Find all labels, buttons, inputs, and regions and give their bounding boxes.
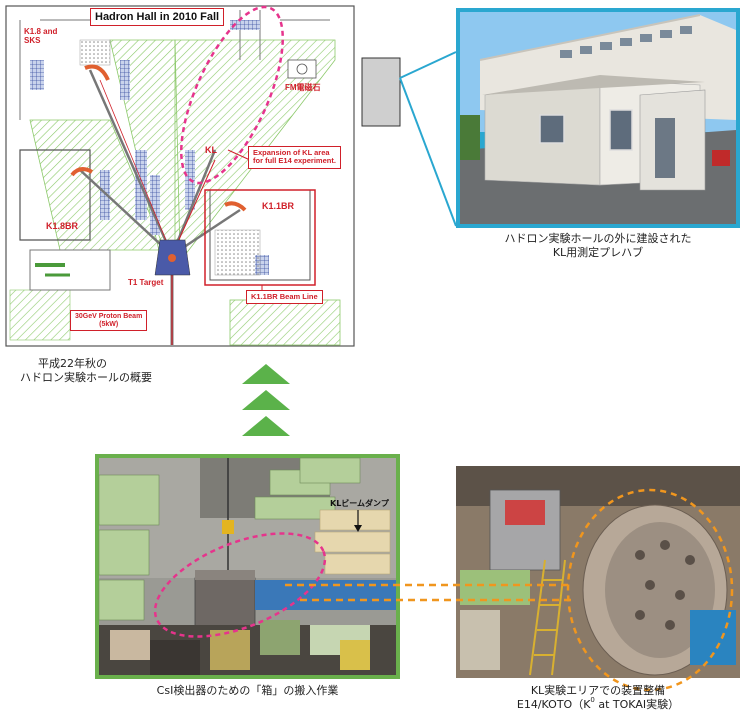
vessel-ports <box>635 540 695 630</box>
concrete-blocks <box>79 39 111 66</box>
csi-box-dashed-ellipse <box>153 532 327 638</box>
label-proton-beam-line1: 30GeV Proton Beam <box>75 313 143 320</box>
label-k18-sks-line2: SKS <box>24 35 41 45</box>
k18-beam-path <box>99 79 173 256</box>
csi-caption: CsI検出器のための「箱」の搬入作業 <box>156 684 339 697</box>
concrete-wall <box>460 610 500 670</box>
prefab-connector-line-bottom <box>399 77 457 227</box>
label-proton-beam: 30GeV Proton Beam (5kW) <box>70 310 148 332</box>
prefab-roof <box>482 75 705 95</box>
prefab-door <box>655 118 675 178</box>
shield-block <box>150 175 160 235</box>
label-k18-sks-line1: K1.8 and <box>24 27 58 36</box>
prefab-window <box>609 109 633 151</box>
k18br-counting-room <box>29 249 111 291</box>
label-kl-expansion: Expansion of KL area for full E14 experi… <box>248 146 341 169</box>
k18br-magnet <box>70 167 94 177</box>
prefab-window <box>539 114 565 144</box>
kl-beam-path <box>171 159 216 256</box>
csi-box-photo <box>95 454 400 679</box>
crane-hook <box>222 520 234 534</box>
label-kl: KL <box>205 145 217 155</box>
prefab-photo <box>456 8 740 228</box>
label-k11br: K1.1BR <box>262 201 295 211</box>
prefab-caption-line2: KL用測定プレハブ <box>552 246 644 260</box>
kl-area-caption: KL実験エリアでの装置整備 E14/KOTO（K0 at TOKAI実験） <box>470 684 726 713</box>
prefab-connector-line-top <box>399 51 457 79</box>
label-t1-target: T1 Target <box>128 278 164 287</box>
roof-edge <box>479 14 701 61</box>
leader-line <box>227 149 251 161</box>
prefab-location-box <box>361 57 401 127</box>
red-components <box>505 500 545 525</box>
beam-dump-blocks <box>314 509 391 575</box>
green-arrow-up <box>242 364 290 384</box>
label-fm-magnet: FM電磁石 <box>285 83 321 92</box>
upward-arrows <box>242 364 290 436</box>
shield-block <box>100 170 110 220</box>
label-k11br-beam-line: K1.1BR Beam Line <box>246 290 323 305</box>
label-kl-expansion-line1: Expansion of KL area <box>253 148 330 157</box>
hatched-area-bottom-left <box>9 289 71 341</box>
floor-plan-caption: 平成22年秋の ハドロン実験ホールの概要 <box>20 357 152 386</box>
shield-block <box>30 60 44 90</box>
yellow-ladder <box>529 559 566 676</box>
concrete-blocks <box>214 229 261 276</box>
detector-dashed-ellipse <box>566 488 734 692</box>
label-kl-expansion-line2: for full E14 experiment. <box>253 156 336 166</box>
red-equipment <box>712 150 730 166</box>
hadron-hall-floor-plan <box>5 5 355 347</box>
k11br-magnet <box>224 201 247 212</box>
blue-support <box>690 610 736 665</box>
kl-area-caption-line1: KL実験エリアでの装置整備 <box>530 684 666 697</box>
k18br-beamline <box>79 169 173 256</box>
kl-beam-dump-label: KLビームダンプ <box>330 499 389 508</box>
t1-target-marker <box>168 254 176 262</box>
upper-windows <box>560 26 692 58</box>
label-k18br: K1.8BR <box>46 221 79 231</box>
csi-box-lid <box>195 570 255 580</box>
hatched-area-bottom <box>229 299 341 346</box>
foreground-equipment <box>99 620 396 675</box>
kl-area-caption-line2-pre: E14/KOTO（K <box>516 698 591 712</box>
kl-area-caption-line2-post: at TOKAI実験） <box>594 698 680 712</box>
kl-area-dashed-ellipse <box>180 5 284 185</box>
label-k18-sks: K1.8 and SKS <box>24 27 58 46</box>
floor-plan-title: Hadron Hall in 2010 Fall <box>90 8 225 27</box>
kl-area-photo <box>456 466 740 692</box>
label-proton-beam-line2: (5kW) <box>99 320 119 328</box>
kl-area-caption-line2-sup: 0 <box>590 696 595 705</box>
floor-plan-caption-line2: ハドロン実験ホールの概要 <box>20 371 152 385</box>
floor-plan-caption-line1: 平成22年秋の <box>38 357 107 370</box>
trees <box>460 115 480 160</box>
kl-beamline <box>170 149 217 256</box>
dump-pointer-arrowhead <box>354 525 362 532</box>
k18-magnet <box>84 64 110 81</box>
kl-area-caption-line2: E14/KOTO（K0 at TOKAI実験） <box>470 696 726 712</box>
green-shield-blocks <box>98 457 361 621</box>
k18-beamline <box>88 69 174 256</box>
shield-block <box>230 20 260 30</box>
k11br-highlight-box <box>204 189 316 286</box>
shield-block <box>120 60 130 100</box>
k18br-room <box>19 149 91 241</box>
fm-magnet-symbol <box>287 59 317 79</box>
green-arrow-up <box>242 416 290 436</box>
prefab-caption: ハドロン実験ホールの外に建設された KL用測定プレハブ <box>470 232 726 261</box>
green-arrow-up <box>242 390 290 410</box>
prefab-caption-line1: ハドロン実験ホールの外に建設された <box>504 232 692 245</box>
csi-box <box>194 577 256 627</box>
fm-magnet-circle <box>296 63 308 75</box>
